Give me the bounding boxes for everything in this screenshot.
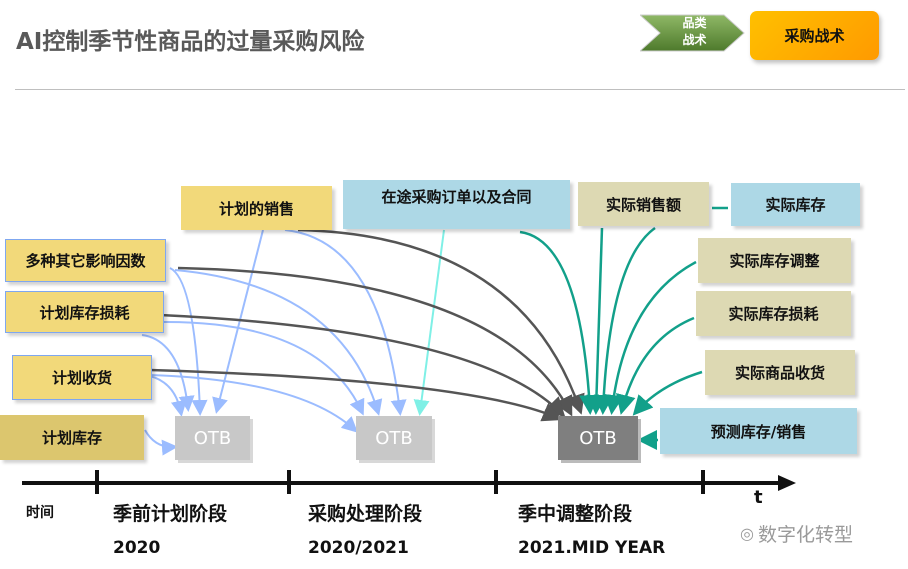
- phase-period: 2020: [113, 538, 161, 558]
- box-in-transit-orders: 在途采购订单以及合同: [343, 180, 570, 229]
- page-title: AI控制季节性商品的过量采购风险: [16, 29, 365, 55]
- time-t-label: t: [754, 487, 763, 508]
- box-forecast: 预测库存/销售: [660, 408, 857, 454]
- phase-name: 季中调整阶段: [518, 503, 633, 525]
- box-actual-shrink: 实际库存损耗: [696, 291, 851, 336]
- actual-arrows: [519, 206, 728, 450]
- watermark-text: 数字化转型: [757, 524, 853, 546]
- phase-period: 2020/2021: [308, 538, 409, 558]
- box-other-factors: 多种其它影响因数: [5, 239, 166, 282]
- wechat-icon: ◎: [740, 524, 754, 543]
- phase-name: 季前计划阶段: [113, 503, 228, 525]
- box-actual-inventory: 实际库存: [731, 183, 860, 226]
- chevron-label-2: 战术: [682, 33, 707, 47]
- timeline-arrowhead: [778, 475, 796, 491]
- nav-procurement-tactics-button[interactable]: 采购战术: [750, 11, 879, 60]
- box-planned-receipts: 计划收货: [12, 355, 152, 400]
- forecast-arrows: [149, 228, 585, 422]
- time-axis-label: 时间: [26, 505, 54, 521]
- otb-inseason: OTB: [558, 416, 638, 460]
- box-actual-adjustment: 实际库存调整: [698, 238, 851, 283]
- box-actual-sales: 实际销售额: [578, 182, 709, 226]
- divider: [15, 89, 905, 90]
- chevron-label-1: 品类: [682, 16, 707, 30]
- box-planned-sales: 计划的销售: [181, 186, 332, 230]
- timeline-axis: [22, 470, 780, 494]
- otb-preseason: OTB: [175, 416, 250, 460]
- phase-name: 采购处理阶段: [308, 503, 423, 525]
- phase-period: 2021.MID YEAR: [518, 538, 666, 558]
- nav-chevron-category-tactics[interactable]: 品类 战术: [640, 13, 746, 53]
- box-planned-shrink: 计划库存损耗: [5, 291, 164, 333]
- planning-arrows: [141, 229, 407, 456]
- box-actual-receipts: 实际商品收货: [705, 350, 855, 395]
- otb-procurement: OTB: [356, 416, 432, 460]
- box-planned-inventory: 计划库存: [0, 415, 144, 460]
- watermark: ◎ 数字化转型: [740, 520, 853, 547]
- chevron-shape: [640, 14, 745, 52]
